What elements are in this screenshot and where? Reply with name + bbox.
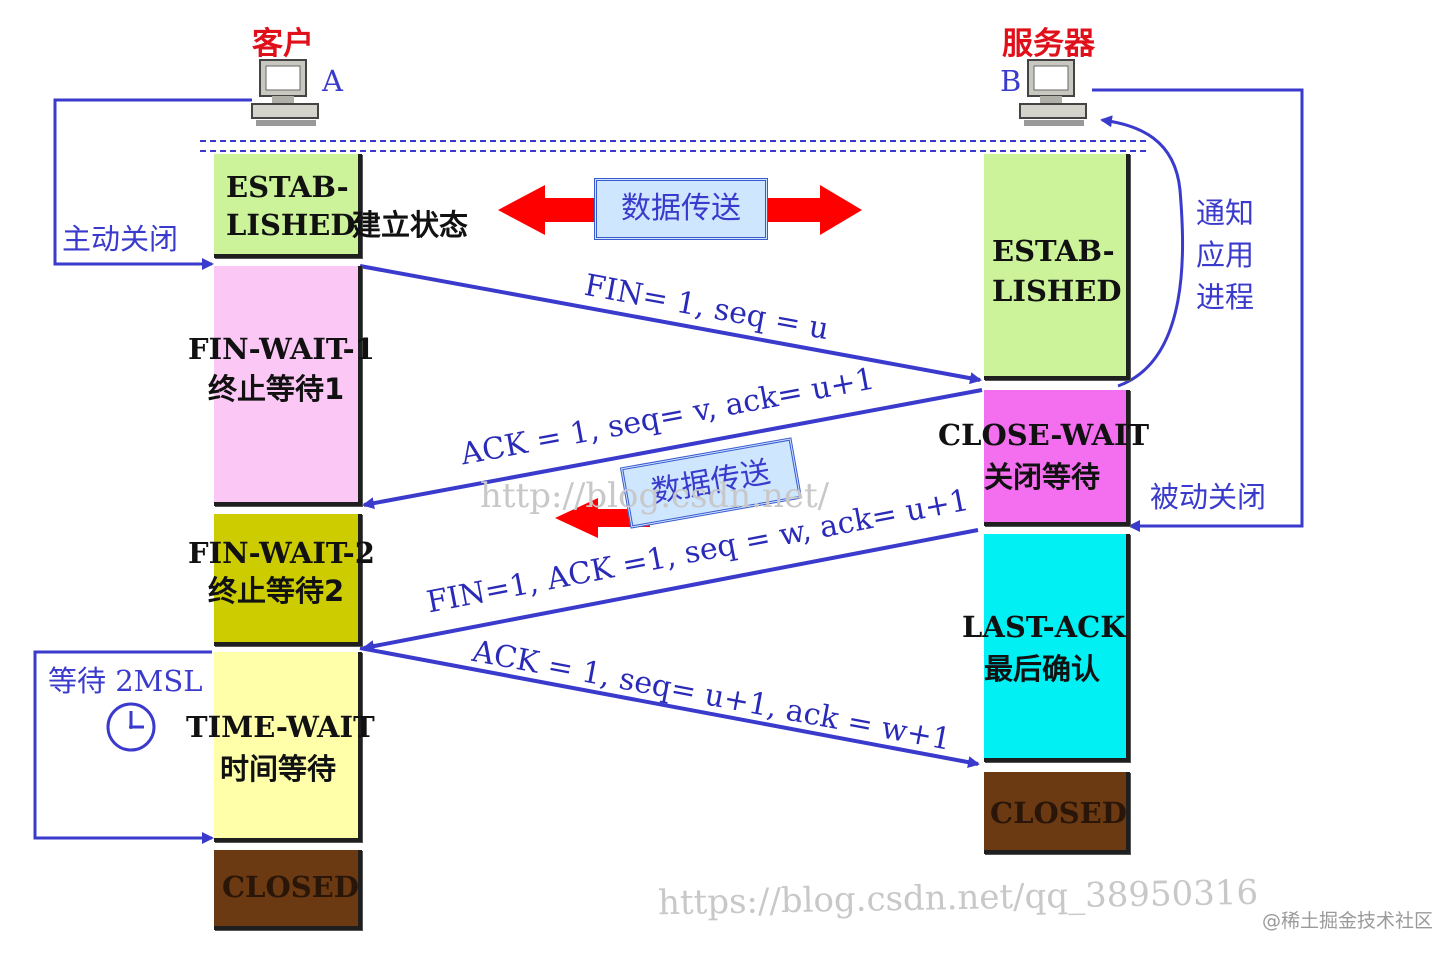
computer-icon [250, 58, 322, 130]
server-state-closed-label: CLOSED [990, 796, 1127, 830]
server-label: B [1000, 64, 1022, 98]
established-suffix: 建立状态 [352, 208, 469, 242]
client-state-time-wait-line1: TIME-WAIT [186, 710, 375, 744]
server-title: 服务器 [1002, 26, 1095, 62]
watermark-corner: @稀土掘金技术社区 [1262, 910, 1434, 932]
watermark-middle: http://blog.csdn.net/ [480, 476, 830, 516]
notify-label-1: 通知 [1196, 196, 1255, 230]
client-state-closed-label: CLOSED [222, 870, 359, 904]
fin2-arrow [362, 528, 979, 653]
client-state-fin-wait-1 [214, 266, 362, 506]
server-state-close-wait-line1: CLOSE-WAIT [938, 418, 1150, 452]
wait-2msl-label: 等待 2MSL [48, 664, 203, 698]
computer-icon [1018, 58, 1090, 130]
client-state-established [214, 154, 362, 258]
client-state-fin-wait-2-line2: 终止等待2 [208, 574, 345, 608]
notify-arrow [1100, 115, 1185, 388]
active-close-label: 主动关闭 [62, 222, 179, 256]
client-state-closed [214, 850, 362, 930]
passive-close-label: 被动关闭 [1150, 480, 1267, 514]
server-state-established [984, 154, 1130, 380]
server-state-last-ack-line1: LAST-ACK [962, 610, 1126, 644]
server-state-last-ack [984, 534, 1130, 762]
notify-label-3: 进程 [1196, 280, 1255, 314]
passive-close-arrow [1092, 88, 1304, 532]
server-state-closed [984, 772, 1130, 854]
server-state-close-wait [984, 390, 1130, 526]
client-state-fin-wait-1-line2: 终止等待1 [208, 372, 345, 406]
data-transfer-box: 数据传送 [594, 178, 768, 240]
server-state-close-wait-line2: 关闭等待 [984, 460, 1101, 494]
fin1-arrow [359, 264, 982, 385]
server-state-established-line2: LISHED [992, 274, 1122, 308]
clock-icon [104, 700, 158, 754]
wait-loop-arrow [33, 650, 214, 844]
client-state-time-wait [214, 652, 362, 842]
server-state-last-ack-line2: 最后确认 [984, 652, 1101, 686]
client-state-fin-wait-1-line1: FIN-WAIT-1 [188, 332, 375, 366]
ack2-arrow [359, 646, 980, 769]
active-close-arrow [53, 98, 252, 270]
ack1-arrow [362, 388, 983, 510]
client-state-time-wait-line2: 时间等待 [220, 752, 337, 786]
notify-label-2: 应用 [1196, 238, 1255, 272]
client-label: A [322, 64, 343, 98]
client-title: 客户 [252, 26, 314, 62]
client-state-established-line2: LISHED [226, 208, 356, 242]
data-transfer-left-arrow [555, 498, 650, 538]
client-state-established-line1: ESTAB- [226, 170, 349, 204]
server-state-established-line1: ESTAB- [992, 234, 1115, 268]
client-state-fin-wait-2-line1: FIN-WAIT-2 [188, 536, 375, 570]
client-state-fin-wait-2 [214, 514, 362, 646]
